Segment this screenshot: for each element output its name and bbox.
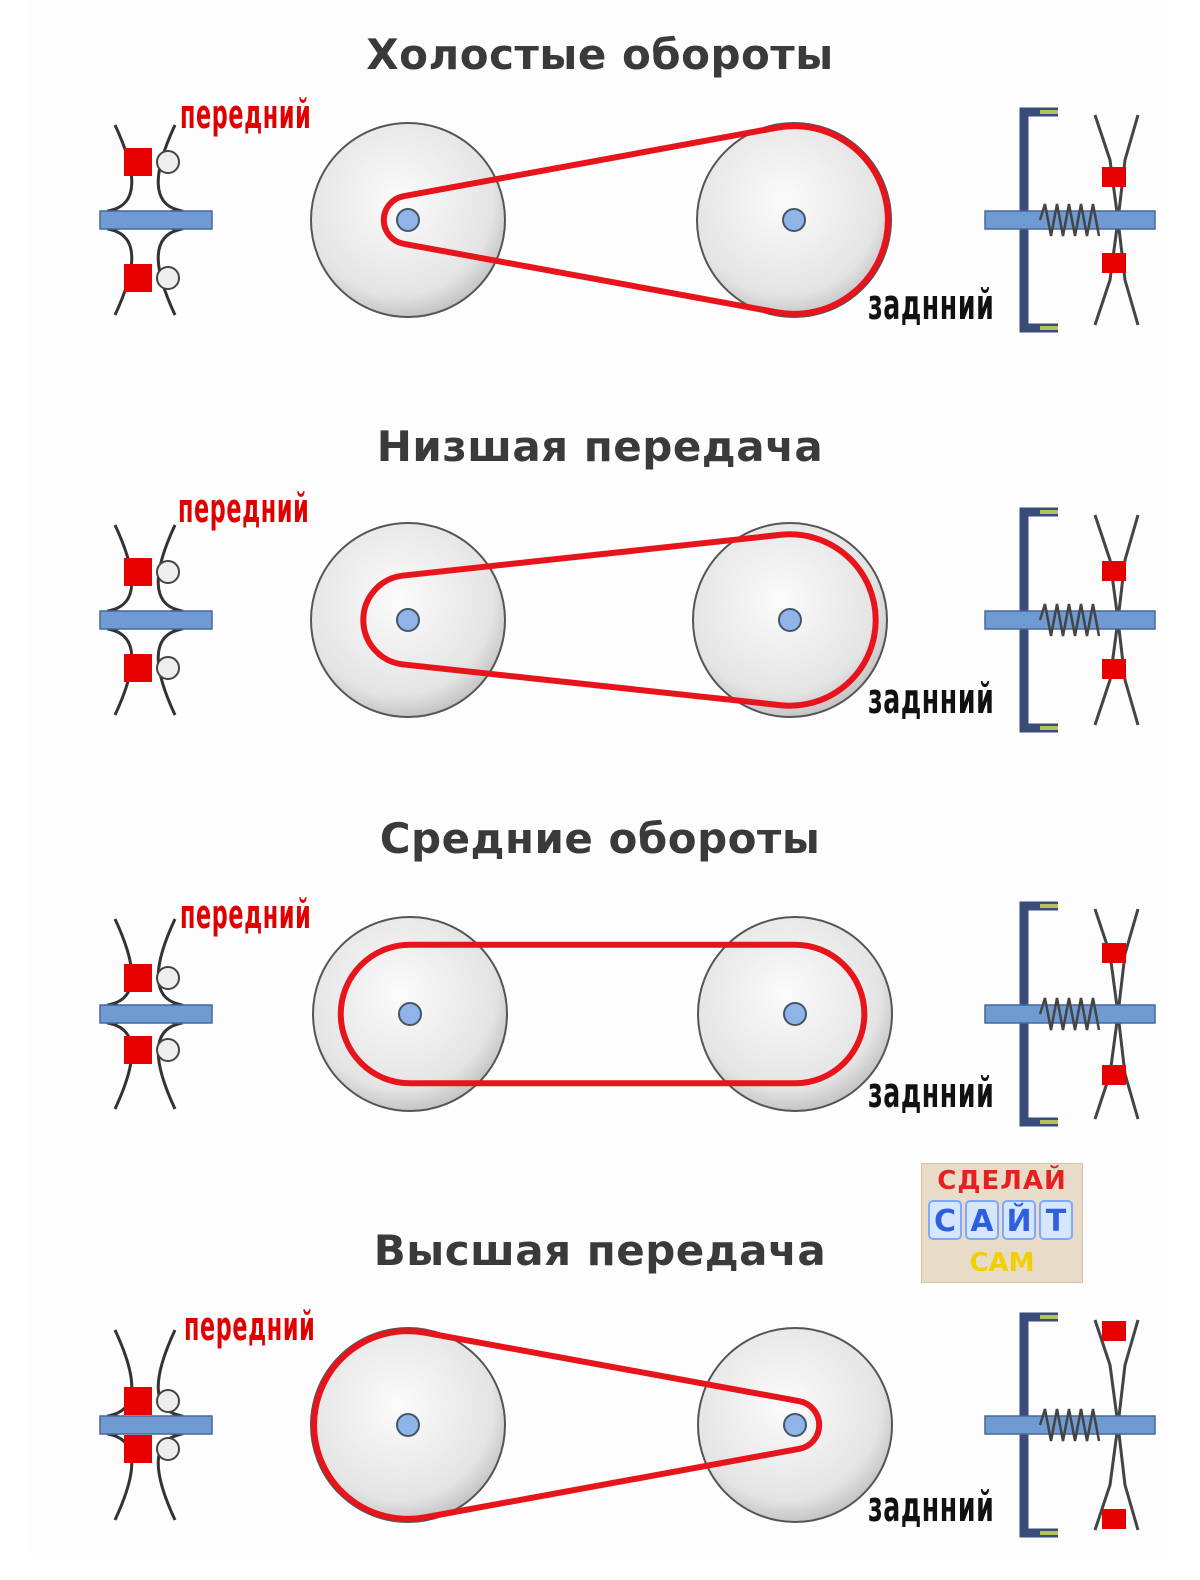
rear-pulley-hub	[783, 1002, 807, 1026]
watermark-letter: Т	[1039, 1200, 1073, 1240]
clutch-spring	[1038, 1408, 1101, 1442]
rear-pulley-hub	[783, 1413, 807, 1437]
roller-weight	[124, 1435, 152, 1463]
roller-weight	[124, 1387, 152, 1415]
front-variator-assembly	[99, 124, 213, 316]
front-shaft	[99, 1415, 213, 1435]
panel-title: Высшая передача	[373, 1226, 827, 1275]
belt-section	[1102, 1065, 1126, 1085]
front-pulley-hub	[396, 608, 420, 632]
belt-section	[1102, 561, 1126, 581]
watermark-line1: СДЕЛАЙ	[937, 1166, 1067, 1196]
panel-medium-rpm: Средние обороты передний заднний	[0, 792, 1200, 1182]
watermark-letter: Й	[1002, 1200, 1036, 1240]
watermark-line3: САМ	[969, 1248, 1035, 1278]
front-variator-assembly	[99, 524, 213, 716]
roller-pin	[156, 560, 180, 584]
watermark-logo: СДЕЛАЙ С А Й Т САМ	[921, 1163, 1083, 1283]
roller-pin	[156, 1437, 180, 1461]
clutch-spring	[1038, 997, 1101, 1031]
clutch-bell-edge	[1040, 110, 1058, 330]
background	[28, 0, 1168, 1553]
rear-label: заднний	[868, 280, 995, 329]
front-label: передний	[180, 92, 312, 138]
clutch-spring	[1038, 203, 1101, 237]
drive-belt	[360, 531, 879, 709]
panel-idle: Холостые обороты передний заднний	[0, 0, 1200, 390]
variator-diagram	[99, 901, 1156, 1127]
clutch-bell-edge	[1040, 1315, 1058, 1535]
panel-title: Низшая передача	[376, 422, 824, 471]
variator-diagram	[99, 507, 1156, 733]
drive-belt	[337, 941, 868, 1087]
front-pulley-hub	[396, 208, 420, 232]
front-pulley-hub	[398, 1002, 422, 1026]
roller-weight	[124, 654, 152, 682]
panel-low-gear: Низшая передача передний заднний	[0, 398, 1200, 788]
front-variator-assembly	[99, 1329, 213, 1521]
front-pulley-hub	[396, 1413, 420, 1437]
belt-section	[1102, 253, 1126, 273]
rear-variator-assembly	[984, 901, 1156, 1127]
rear-label: заднний	[868, 1482, 995, 1531]
roller-pin	[156, 1038, 180, 1062]
drive-belt	[380, 123, 891, 317]
roller-pin	[156, 150, 180, 174]
roller-weight	[124, 964, 152, 992]
front-shaft	[99, 610, 213, 630]
clutch-bell-edge	[1040, 904, 1058, 1124]
watermark-letters: С А Й Т	[928, 1200, 1073, 1240]
belt-section	[1102, 943, 1126, 963]
clutch-spring	[1038, 603, 1101, 637]
panel-title: Средние обороты	[379, 814, 821, 863]
front-variator-assembly	[99, 918, 213, 1110]
rear-label: заднний	[868, 1068, 995, 1117]
roller-pin	[156, 966, 180, 990]
panel-high-gear: Высшая передача передний заднний	[0, 1190, 1200, 1580]
roller-pin	[156, 656, 180, 680]
roller-pin	[156, 266, 180, 290]
front-label: передний	[184, 1304, 316, 1350]
belt-section	[1102, 1321, 1126, 1341]
variator-diagram	[99, 107, 1156, 333]
roller-weight	[124, 264, 152, 292]
roller-weight	[124, 148, 152, 176]
rear-label: заднний	[868, 674, 995, 723]
belt-section	[1102, 167, 1126, 187]
belt-section	[1102, 659, 1126, 679]
front-label: передний	[178, 486, 310, 532]
roller-weight	[124, 558, 152, 586]
variator-diagram	[99, 1312, 1156, 1538]
rear-pulley-hub	[778, 608, 802, 632]
rear-variator-assembly	[984, 1312, 1156, 1538]
roller-weight	[124, 1036, 152, 1064]
rear-variator-assembly	[984, 507, 1156, 733]
watermark-letter: А	[965, 1200, 999, 1240]
rear-variator-assembly	[984, 107, 1156, 333]
belt-section	[1102, 1509, 1126, 1529]
front-shaft	[99, 1004, 213, 1024]
panel-title: Холостые обороты	[366, 30, 834, 79]
front-label: передний	[180, 892, 312, 938]
watermark-letter: С	[928, 1200, 962, 1240]
front-shaft	[99, 210, 213, 230]
roller-pin	[156, 1389, 180, 1413]
drive-belt	[311, 1328, 823, 1522]
rear-pulley-hub	[782, 208, 806, 232]
clutch-bell-edge	[1040, 510, 1058, 730]
